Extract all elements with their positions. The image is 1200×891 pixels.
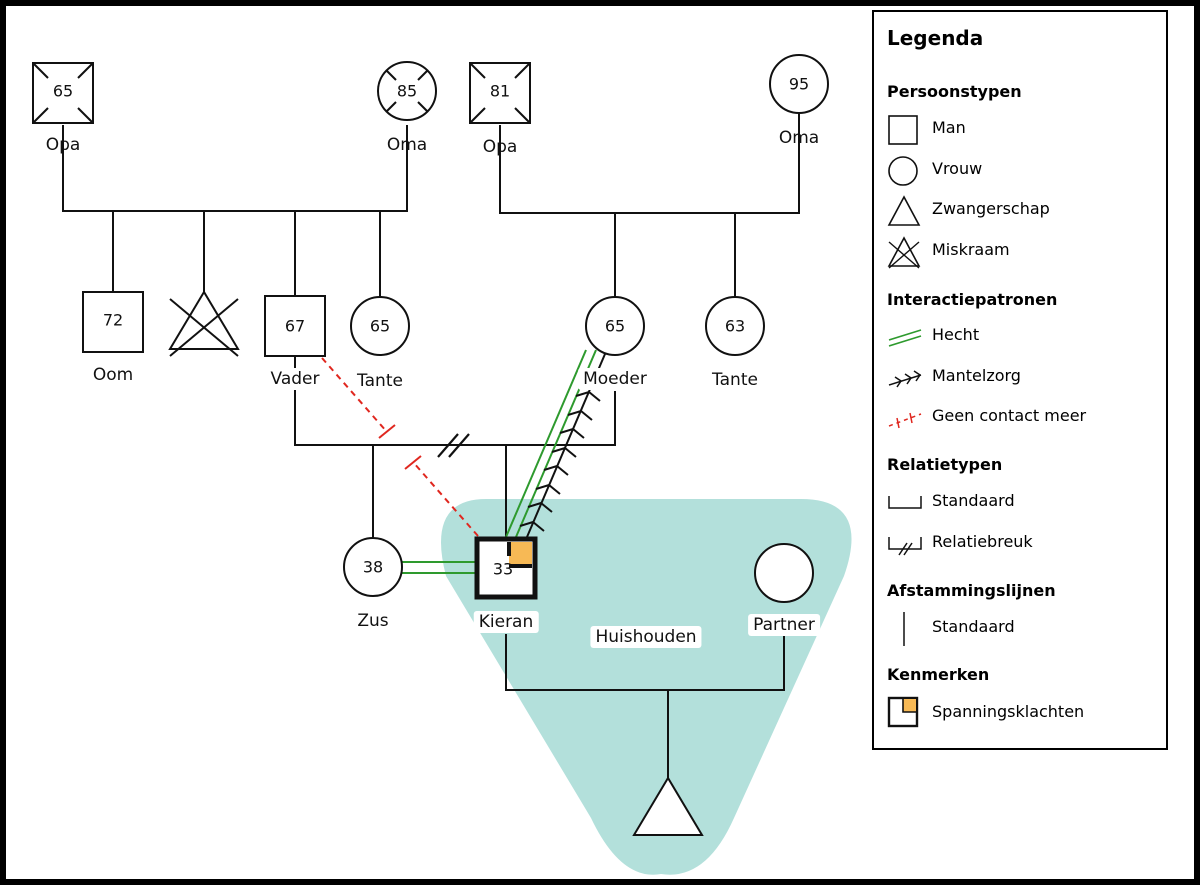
person-grandma-right [769, 54, 829, 114]
person-grandma-left [377, 61, 437, 121]
legend-section-person-types: Persoonstypen [887, 82, 1022, 101]
label-grandma-left: Oma [386, 135, 428, 155]
right-grandparents-relationship-line [499, 111, 800, 214]
parents-relationship-line [294, 356, 616, 446]
household-area [441, 499, 852, 875]
legend-item-caregiving: Mantelzorg [932, 366, 1021, 385]
age-grandma-left: 85 [396, 81, 418, 101]
genogram-diagram [32, 54, 852, 875]
legend-item-miscarriage: Miskraam [932, 240, 1010, 259]
person-aunt-left [350, 296, 410, 356]
age-aunt-right: 63 [724, 316, 746, 336]
bracket-line-icon [888, 496, 922, 509]
label-sister: Zus [357, 611, 389, 631]
red-dashed-line-icon [888, 412, 922, 429]
age-grandpa-left: 65 [52, 81, 74, 101]
legend-panel: Legenda Persoonstypen Man Vrouw Zwangers… [872, 10, 1168, 750]
legend-item-descent-standard: Standaard [932, 617, 1015, 636]
label-grandpa-left: Opa [45, 135, 81, 155]
legend-section-descent-lines: Afstammingslijnen [887, 581, 1056, 600]
stress-square-icon [887, 696, 919, 728]
person-sister [343, 537, 403, 597]
label-household: Huishouden [590, 626, 702, 648]
label-mother: Moeder [578, 368, 652, 390]
label-father: Vader [265, 368, 325, 390]
person-grandpa-left [32, 62, 94, 124]
label-uncle: Oom [92, 365, 134, 385]
label-kieran: Kieran [473, 611, 539, 633]
person-partner [754, 543, 814, 603]
age-mother: 65 [604, 316, 626, 336]
legend-item-relation-standard: Standaard [932, 491, 1015, 510]
person-aunt-right [705, 296, 765, 356]
age-kieran: 33 [492, 559, 514, 579]
legend-item-no-contact: Geen contact meer [932, 406, 1087, 425]
no-contact-line-father-kieran [321, 357, 479, 537]
double-green-line-icon [888, 329, 922, 347]
age-father: 67 [284, 316, 306, 336]
left-grandparents-relationship-line [62, 125, 408, 212]
label-partner: Partner [748, 614, 820, 636]
triangle-icon [887, 195, 921, 226]
person-grandpa-right [469, 62, 531, 124]
age-aunt-left: 65 [369, 316, 391, 336]
legend-section-relation-types: Relatietypen [887, 455, 1003, 474]
caregiving-arrow-icon [888, 370, 922, 388]
label-grandpa-right: Opa [482, 137, 518, 157]
legend-item-woman: Vrouw [932, 159, 983, 178]
legend-item-pregnancy: Zwangerschap [932, 199, 1050, 218]
legend-item-relation-break: Relatiebreuk [932, 532, 1033, 551]
age-grandpa-right: 81 [489, 81, 511, 101]
age-grandma-right: 95 [788, 74, 810, 94]
legend-title: Legenda [887, 26, 984, 50]
legend-item-man: Man [932, 118, 966, 137]
square-icon [888, 115, 918, 145]
legend-section-characteristics: Kenmerken [887, 665, 990, 684]
age-sister: 38 [362, 557, 384, 577]
pregnancy-symbol [632, 776, 704, 836]
person-father [264, 295, 326, 357]
circle-icon [888, 156, 918, 186]
legend-item-stress: Spanningsklachten [932, 702, 1085, 721]
person-mother [585, 296, 645, 356]
label-grandma-right: Oma [778, 128, 820, 148]
legend-section-interaction-patterns: Interactiepatronen [887, 290, 1058, 309]
label-aunt-left: Tante [357, 371, 403, 391]
household-relationship-line [505, 634, 785, 691]
relationship-break-mark [437, 433, 470, 458]
vertical-line-icon [903, 612, 905, 646]
attachment-line-sister-kieran [402, 561, 477, 574]
crossed-triangle-icon [887, 236, 921, 269]
person-kieran [474, 536, 538, 600]
person-uncle [82, 291, 144, 353]
age-uncle: 72 [102, 310, 124, 330]
legend-item-attachment: Hecht [932, 325, 980, 344]
broken-bracket-icon [888, 537, 922, 556]
miscarriage-symbol [168, 290, 240, 357]
label-aunt-right: Tante [712, 370, 758, 390]
